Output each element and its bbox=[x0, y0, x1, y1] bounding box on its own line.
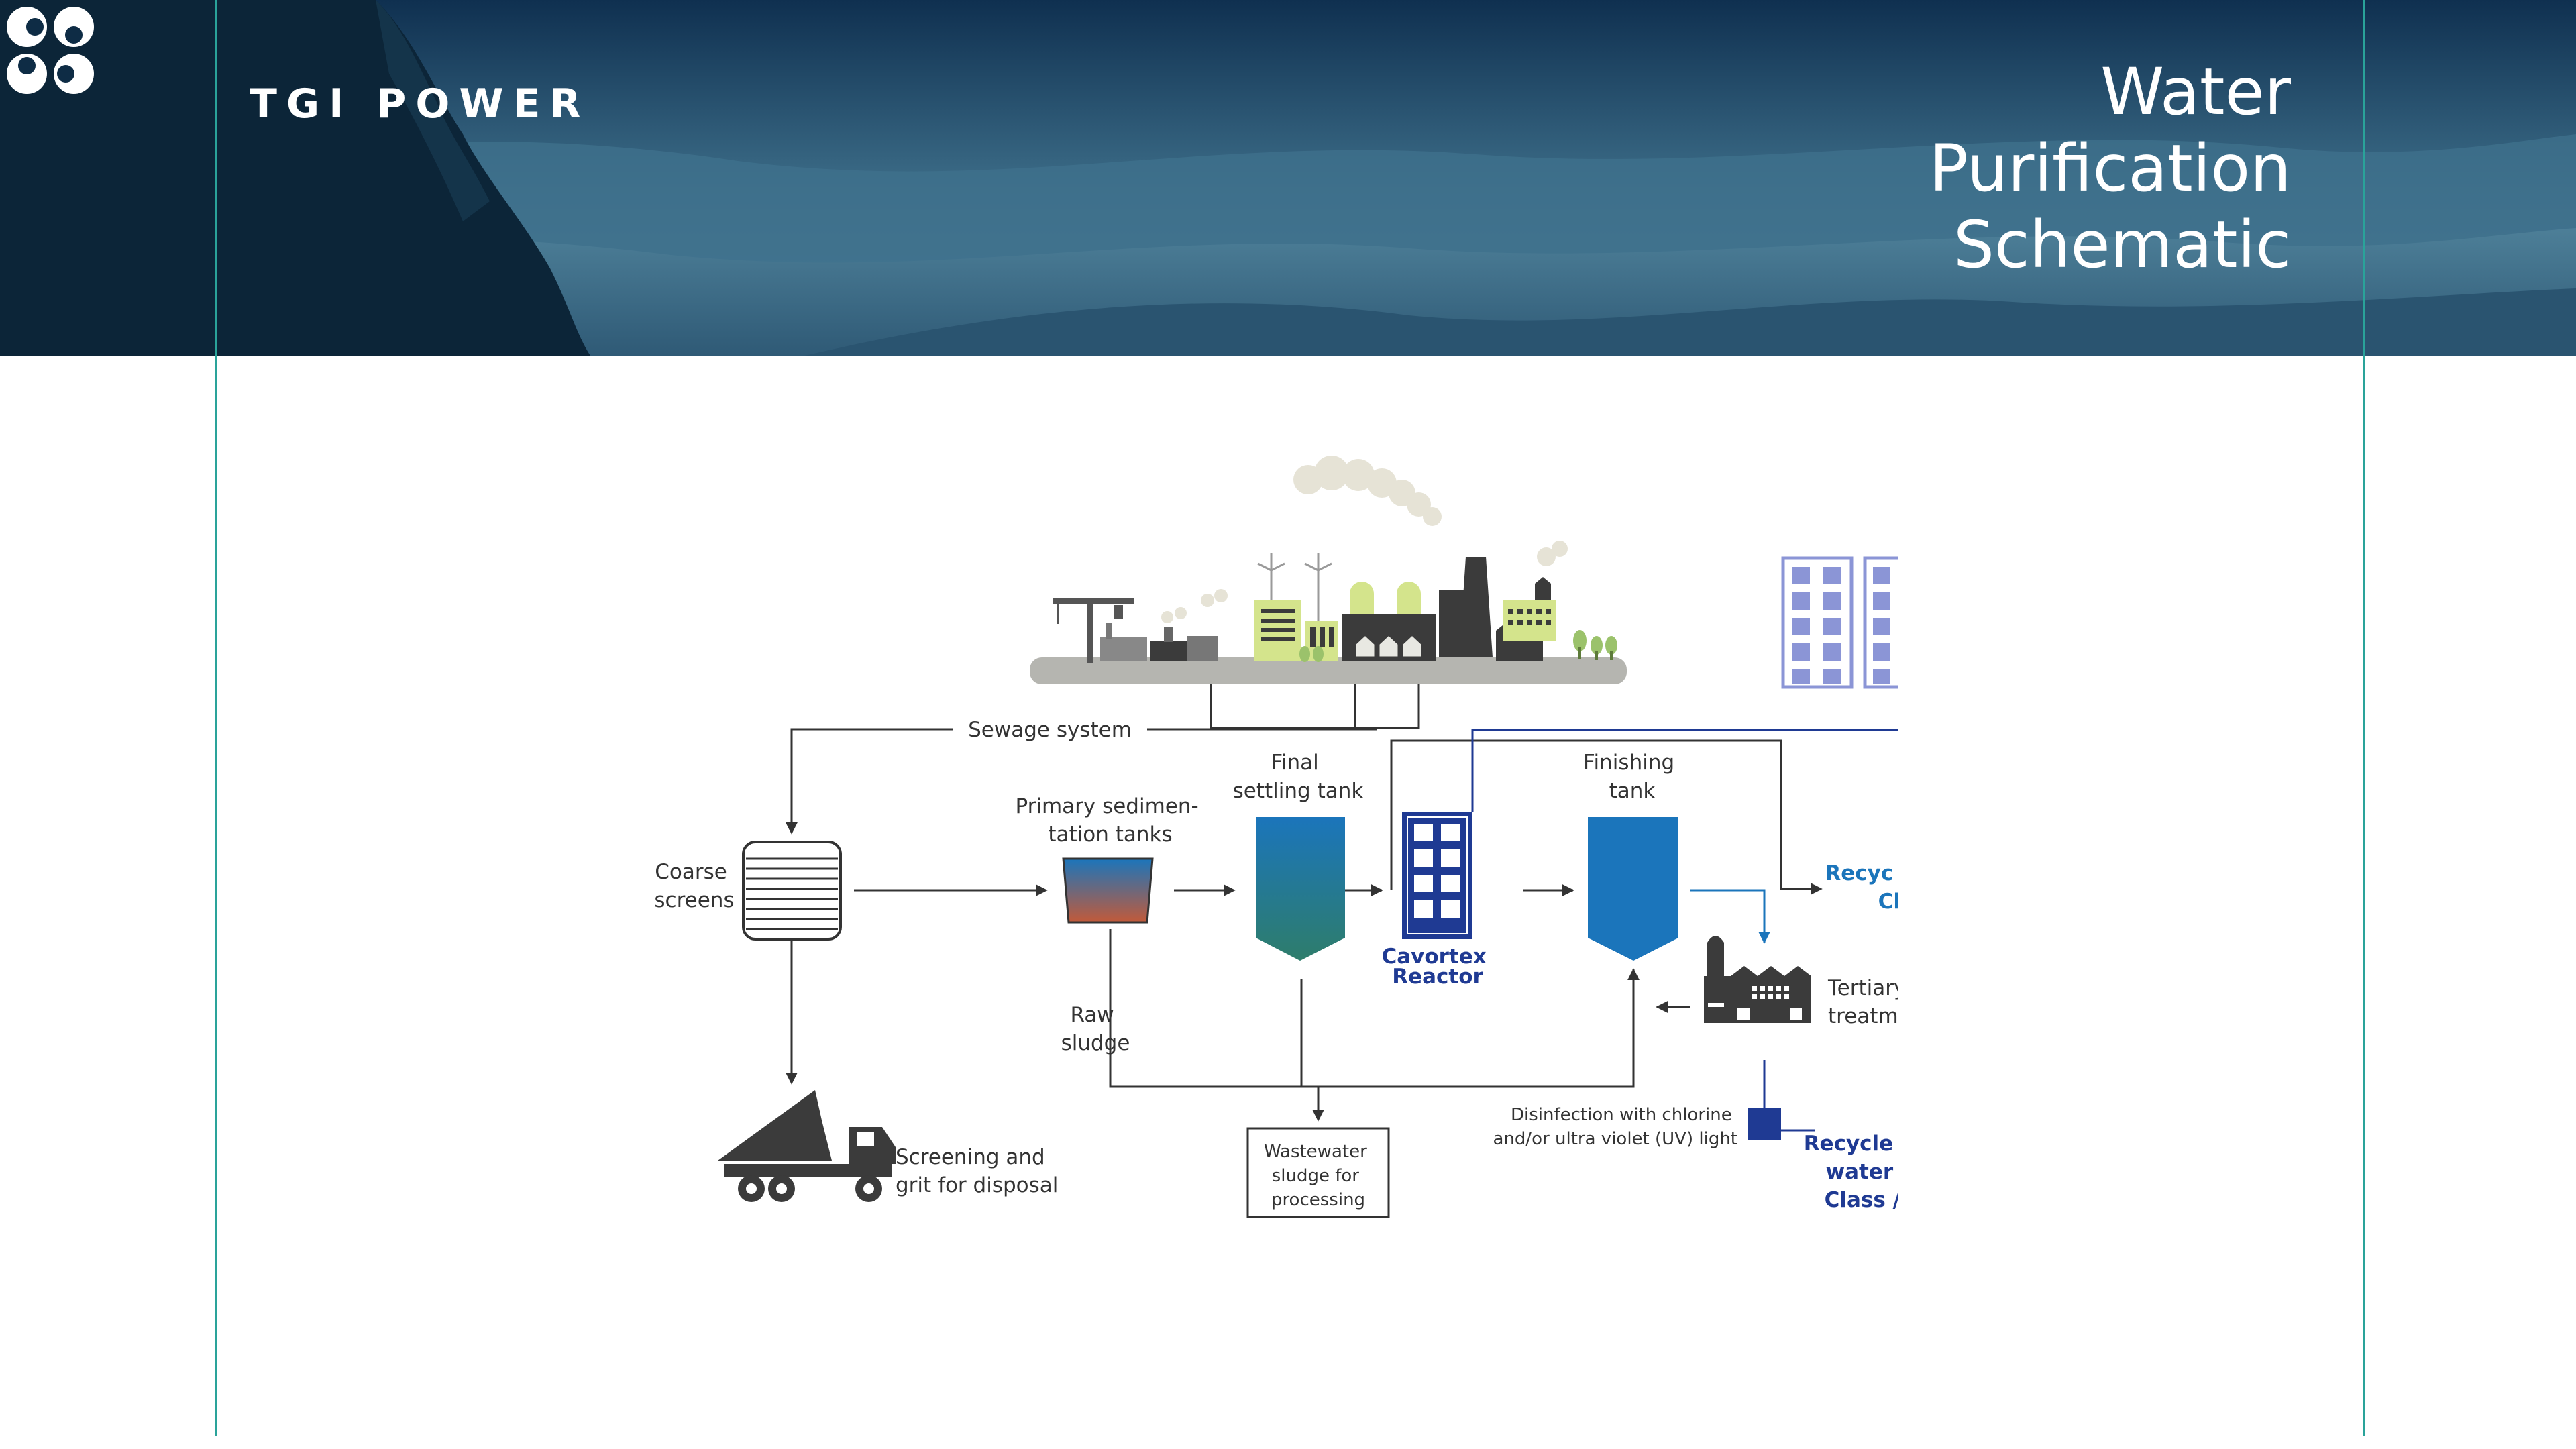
left-accent-line bbox=[215, 0, 217, 1436]
wastewater-line-3: processing bbox=[1271, 1190, 1365, 1210]
screening-label: Screening and grit for disposal bbox=[896, 1145, 1058, 1197]
primary-tanks-label: Primary sedimen- tation tanks bbox=[1015, 794, 1205, 847]
mountain-background bbox=[0, 0, 2576, 356]
disinfection-line-2: and/or ultra violet (UV) light bbox=[1493, 1129, 1737, 1149]
cavortex-line-2: Reactor bbox=[1392, 965, 1483, 989]
right-accent-line bbox=[2363, 0, 2365, 1436]
schematic-svg: Sewage system Coarse screens Primary sed… bbox=[654, 456, 1905, 1218]
finishing-tank bbox=[1588, 817, 1678, 961]
disinfection-line-1: Disinfection with chlorine bbox=[1511, 1105, 1732, 1125]
wastewater-line-2: sludge for bbox=[1272, 1166, 1360, 1186]
finishing-tank-line-2: tank bbox=[1609, 779, 1656, 803]
apartment-building-icon bbox=[1781, 556, 1898, 689]
wastewater-label: Wastewater sludge for processing bbox=[1264, 1142, 1373, 1210]
tgi-logo-icon bbox=[7, 7, 94, 94]
cavortex-line-1: Cavortex bbox=[1381, 945, 1486, 969]
finishing-tank-line-1: Finishing bbox=[1583, 751, 1674, 775]
title-line-3: Schematic bbox=[1953, 207, 2291, 282]
factory-icon bbox=[1704, 936, 1811, 1023]
primary-tanks-line-1: Primary sedimen- bbox=[1015, 794, 1198, 818]
coarse-screen-icon bbox=[742, 841, 842, 941]
screening-line-1: Screening and bbox=[896, 1145, 1045, 1169]
screening-line-2: grit for disposal bbox=[896, 1173, 1058, 1197]
final-settling-label: Final settling tank bbox=[1233, 751, 1364, 803]
uv-unit-icon bbox=[1748, 1108, 1781, 1140]
raw-sludge-line-2: sludge bbox=[1061, 1031, 1130, 1055]
recycled-bottom-label: Recycle water Class / bbox=[1804, 1132, 1901, 1212]
raw-sludge-label: Raw sludge bbox=[1061, 1003, 1130, 1055]
disinfection-label: Disinfection with chlorine and/or ultra … bbox=[1493, 1105, 1737, 1149]
primary-sedimentation-tank bbox=[1062, 857, 1154, 924]
coarse-screens-line-1: Coarse bbox=[655, 860, 727, 884]
raw-sludge-line-1: Raw bbox=[1070, 1003, 1114, 1027]
wastewater-box bbox=[1246, 1127, 1390, 1218]
tertiary-label: Tertiary treatm bbox=[1827, 976, 1905, 1028]
coarse-screens-line-2: screens bbox=[654, 888, 734, 912]
finishing-tank-label: Finishing tank bbox=[1583, 751, 1681, 803]
dump-truck-icon bbox=[718, 1090, 896, 1202]
cavortex-reactor bbox=[1402, 812, 1472, 939]
recycled-top-line-1: Recyc bbox=[1825, 861, 1893, 885]
sewage-system-label: Sewage system bbox=[968, 718, 1132, 742]
header-banner: TGI POWER Water Purification Schematic bbox=[0, 0, 2576, 356]
recycled-top-label: Recyc Cl bbox=[1825, 861, 1900, 914]
cavortex-label: Cavortex Reactor bbox=[1381, 945, 1493, 989]
wastewater-line-1: Wastewater bbox=[1264, 1142, 1367, 1162]
recycled-bottom-line-1: Recycle bbox=[1804, 1132, 1894, 1156]
tertiary-line-2: treatm bbox=[1828, 1004, 1898, 1028]
title-line-2: Purification bbox=[1929, 131, 2291, 206]
city-skyline-icon bbox=[1030, 456, 1627, 684]
title-line-1: Water bbox=[2100, 54, 2291, 129]
final-settling-line-1: Final bbox=[1271, 751, 1318, 775]
primary-tanks-line-2: tation tanks bbox=[1048, 822, 1172, 847]
final-settling-tank bbox=[1256, 817, 1345, 961]
recycled-top-line-2: Cl bbox=[1878, 890, 1900, 914]
brand-name: TGI POWER bbox=[250, 80, 590, 127]
coarse-screens-label: Coarse screens bbox=[654, 860, 734, 912]
tertiary-line-1: Tertiary bbox=[1827, 976, 1905, 1000]
recycled-bottom-line-2: water bbox=[1826, 1160, 1894, 1184]
recycled-bottom-line-3: Class / bbox=[1825, 1188, 1901, 1212]
schematic-diagram: Sewage system Coarse screens Primary sed… bbox=[631, 456, 1905, 1234]
final-settling-line-2: settling tank bbox=[1233, 779, 1364, 803]
page-title: Water Purification Schematic bbox=[1929, 54, 2291, 283]
